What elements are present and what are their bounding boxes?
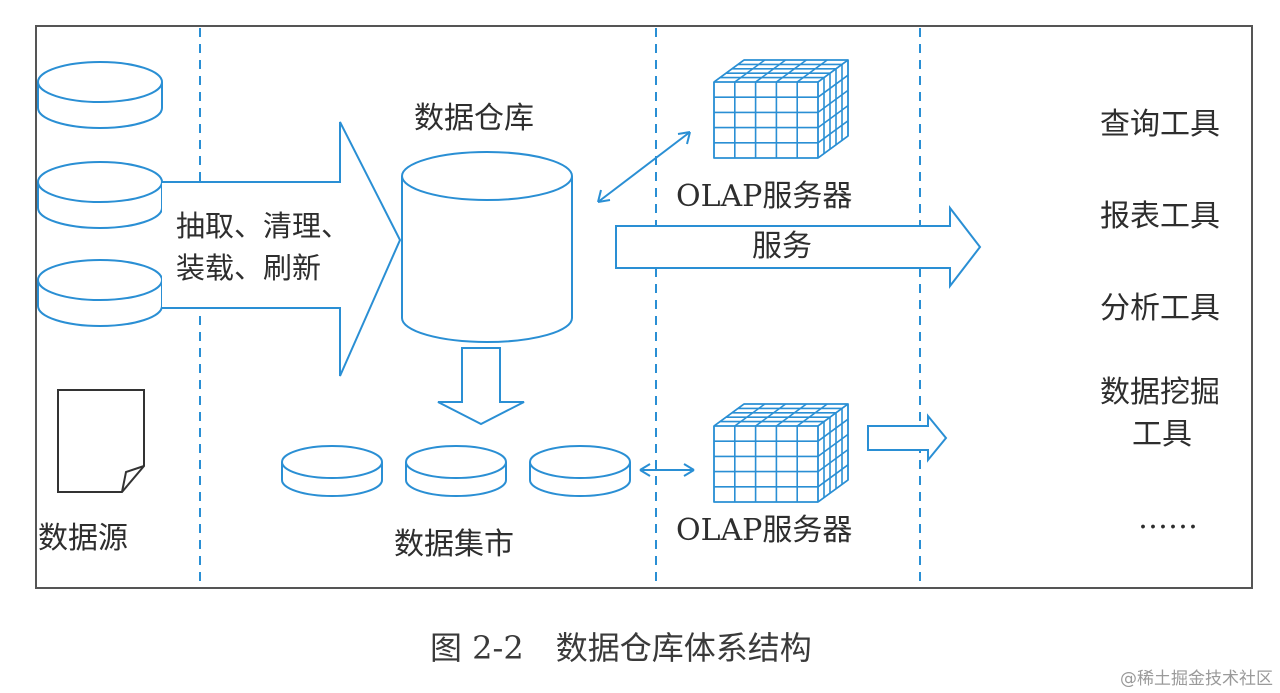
tool-query: 查询工具 bbox=[1100, 107, 1220, 142]
datamart-cylinder-icon bbox=[529, 445, 631, 497]
diagram-frame bbox=[35, 25, 1253, 589]
datamart-label: 数据集市 bbox=[394, 527, 514, 562]
datamart-cylinder-icon bbox=[281, 445, 383, 497]
source-database-icons bbox=[37, 61, 163, 327]
service-arrow bbox=[615, 205, 982, 289]
datamart-icons bbox=[281, 445, 631, 497]
tool-report: 报表工具 bbox=[1100, 199, 1220, 234]
down-arrow bbox=[437, 347, 525, 426]
database-icon bbox=[37, 259, 163, 327]
watermark: @稀土掘金技术社区 bbox=[1120, 669, 1273, 689]
datamart-cylinder-icon bbox=[405, 445, 507, 497]
figure-caption: 图 2-2 数据仓库体系结构 bbox=[430, 629, 812, 667]
service-label: 服务 bbox=[752, 229, 812, 264]
database-icon bbox=[37, 161, 163, 229]
olap-label-bottom: OLAP服务器 bbox=[676, 513, 853, 548]
warehouse-cylinder-icon bbox=[401, 151, 573, 343]
etl-label-line1: 抽取、清理、 bbox=[176, 209, 351, 243]
etl-label-line2: 装载、刷新 bbox=[176, 251, 322, 285]
olap-cube-icon bbox=[713, 403, 849, 503]
tool-arrow bbox=[867, 413, 948, 463]
tool-mining-line1: 数据挖掘 bbox=[1100, 375, 1220, 410]
tool-mining-line2: 工具 bbox=[1132, 417, 1192, 452]
warehouse-label: 数据仓库 bbox=[414, 101, 534, 136]
etl-arrow bbox=[162, 121, 402, 377]
database-icon bbox=[37, 61, 163, 129]
bidirectional-arrows bbox=[597, 131, 695, 477]
tool-analysis: 分析工具 bbox=[1100, 291, 1220, 326]
warehouse-olap-link bbox=[597, 131, 691, 203]
tool-ellipsis: …… bbox=[1138, 501, 1198, 536]
data-source-label: 数据源 bbox=[38, 521, 128, 556]
olap-label-top: OLAP服务器 bbox=[676, 179, 853, 214]
document-icon bbox=[57, 389, 145, 493]
olap-cube-icon bbox=[713, 59, 849, 159]
